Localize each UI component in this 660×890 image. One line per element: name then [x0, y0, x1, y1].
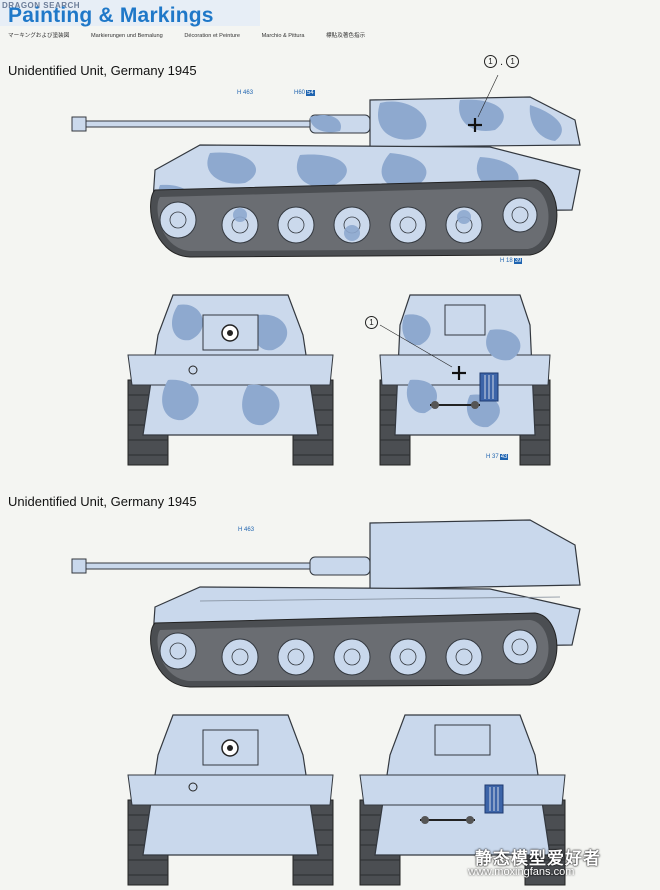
cross-marking: [468, 118, 482, 132]
callout-separator: .: [500, 55, 504, 68]
caption-fr: Décoration et Peinture: [184, 33, 241, 39]
callout-number: 1: [365, 316, 378, 329]
casemate: [369, 519, 581, 590]
caption-zh: 標貼及著色指示: [326, 33, 366, 39]
tank-front-view-camo: [127, 294, 334, 466]
caption-ja: マーキングおよび塗装図: [8, 33, 70, 39]
language-captions: マーキングおよび塗装図 Markierungen und Bemalung Dé…: [8, 31, 385, 39]
tank-side-view-camo: [71, 75, 581, 258]
tank-front-view-white: [127, 714, 334, 886]
camo-pattern: [162, 304, 288, 426]
site-watermark: 静态模型爱好者: [475, 849, 601, 869]
part-ref: H 463: [237, 90, 254, 96]
callout-number: 1: [484, 55, 497, 68]
unit-caption-2: Unidentified Unit, Germany 1945: [8, 494, 197, 509]
page-title: Painting & Markings: [8, 4, 214, 27]
marking-callout-rear: 1: [365, 316, 381, 329]
tank-rear-view-camo: [379, 294, 551, 466]
tank-side-view-white: [71, 519, 581, 688]
road-wheels: [159, 629, 538, 676]
muzzle-brake: [71, 558, 87, 574]
tank-rear-view-white: [359, 714, 566, 886]
hull-mg: [188, 365, 198, 375]
caption-de: Markierungen und Bemalung: [90, 33, 163, 39]
gun-mantlet: [309, 556, 371, 576]
part-ref: H 463: [238, 527, 255, 533]
header-strip: [0, 0, 260, 26]
cross-marking: [452, 366, 466, 380]
marking-callout-top: 1 . 1: [484, 55, 522, 68]
site-url-watermark: www.moxingfans.com: [468, 866, 575, 878]
caption-it: Marchio & Pittura: [261, 33, 305, 39]
callout-number: 1: [506, 55, 520, 68]
leader-line: [477, 75, 499, 118]
brand-watermark: DRAGON SEARCH: [2, 1, 81, 10]
hull-mg: [188, 782, 198, 792]
muzzle-brake: [71, 116, 87, 132]
unit-caption-1: Unidentified Unit, Germany 1945: [8, 63, 197, 78]
road-wheels: [159, 197, 538, 244]
leader-line: [379, 324, 453, 368]
